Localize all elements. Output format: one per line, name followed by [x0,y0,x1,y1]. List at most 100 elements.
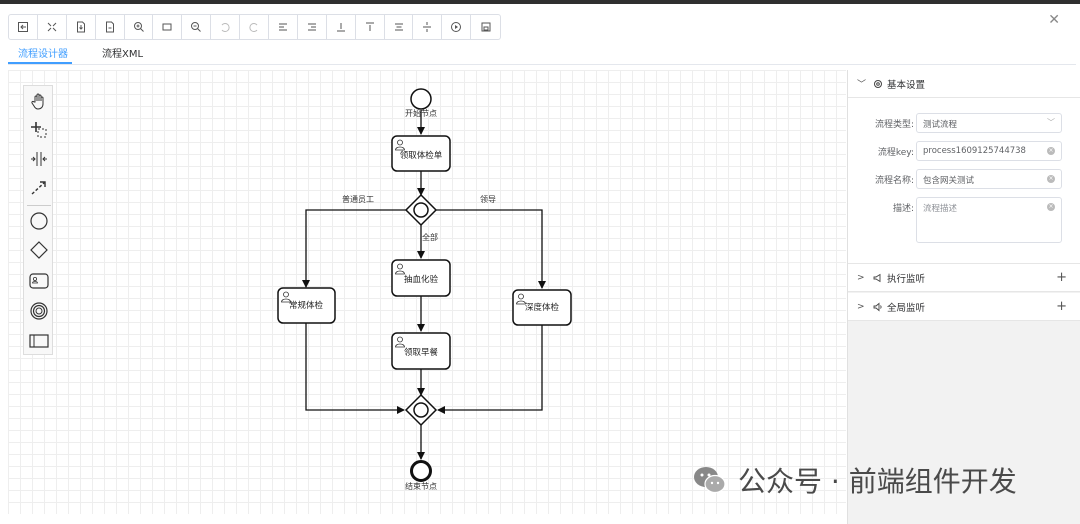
user-task-marker-icon [516,293,526,305]
undo-icon [221,23,230,32]
process-type-select[interactable]: 测试流程 ﹀ [916,113,1062,133]
speaker-icon [873,302,885,312]
align-top-button[interactable] [356,15,385,39]
save-icon [481,22,491,32]
process-type-row: 流程类型: 测试流程 ﹀ [848,113,1080,133]
process-name-value: 包含网关测试 [923,176,975,186]
create-user-task[interactable] [28,270,50,292]
tab-process-designer[interactable]: 流程设计器 [18,49,68,60]
task-blood-test[interactable] [391,259,451,297]
process-type-value: 测试流程 [923,120,958,130]
user-task-marker-icon [395,336,405,348]
align-right-icon [307,23,316,31]
description-row: 描述: 流程描述 × [848,197,1080,243]
gateway-icon [30,241,48,259]
end-event[interactable] [410,460,432,482]
flow-employee-label: 普通员工 [342,194,374,204]
connect-tool-icon [31,181,46,195]
align-middle-button[interactable] [413,15,443,39]
global-listener-header[interactable]: > 全局监听 + [848,293,1080,321]
process-key-value: process1609125744738 [923,146,1026,156]
fit-viewport-icon [47,22,57,32]
user-task-icon [29,273,49,289]
redo-button[interactable] [240,15,270,39]
task-blood-test-label: 抽血化验 [404,274,439,285]
process-key-input[interactable]: process1609125744738 × [916,141,1062,161]
task-collect-form-label: 领取体检单 [400,150,443,161]
align-center-button[interactable] [385,15,414,39]
clear-icon[interactable]: × [1047,203,1055,211]
active-tab-indicator [8,62,72,64]
reset-zoom-button[interactable] [153,15,183,39]
download-xml-button[interactable] [67,15,96,39]
fit-viewport-button[interactable] [38,15,67,39]
align-right-button[interactable] [298,15,327,39]
play-simulation-icon [451,22,462,32]
play-simulation-button[interactable] [442,15,472,39]
user-task-marker-icon [395,263,405,275]
reset-zoom-icon [162,23,172,31]
start-event[interactable] [410,88,432,110]
lasso-tool[interactable] [28,119,50,141]
open-file-button[interactable] [9,15,38,39]
process-key-row: 流程key: process1609125744738 × [848,141,1080,161]
flow-leader[interactable] [436,209,546,289]
clear-icon[interactable]: × [1047,147,1055,155]
align-bottom-button[interactable] [327,15,356,39]
space-tool[interactable] [28,148,50,170]
redo-icon [249,23,258,32]
zoom-in-icon [133,22,144,32]
watermark-text: 公众号 · 前端组件开发 [738,465,1017,498]
plus-icon[interactable]: + [1056,270,1067,285]
align-left-button[interactable] [269,15,298,39]
create-gateway[interactable] [28,239,50,261]
download-svg-button[interactable] [96,15,125,39]
process-name-label: 流程名称: [874,176,914,186]
tab-bar: 流程设计器 流程XML [8,42,1076,65]
task-routine-exam[interactable] [277,287,336,324]
zoom-out-button[interactable] [182,15,212,39]
zoom-in-button[interactable] [125,15,154,39]
flow-all-label: 全部 [422,232,438,242]
align-center-icon [394,23,403,31]
exec-listener-title: 执行监听 [887,273,926,285]
task-deep-exam[interactable] [512,289,572,326]
save-button[interactable] [471,15,500,39]
create-start-event[interactable] [28,210,50,232]
watermark: 公众号 · 前端组件开发 [692,460,1017,500]
create-end-event[interactable] [28,300,50,322]
task-deep-exam-label: 深度体检 [525,302,560,313]
lasso-tool-icon [31,122,47,138]
clear-icon[interactable]: × [1047,175,1055,183]
split-gateway[interactable] [404,193,438,227]
exec-listener-header[interactable]: > 执行监听 + [848,264,1080,292]
description-label: 描述: [892,204,914,214]
tab-process-xml[interactable]: 流程XML [102,49,144,60]
process-name-input[interactable]: 包含网关测试 × [916,169,1062,189]
palette-separator [27,205,51,206]
basic-settings-header[interactable]: ﹀ 基本设置 [848,70,1080,98]
space-tool-icon [31,152,47,166]
task-collect-form[interactable] [391,135,451,172]
download-xml-icon [76,21,85,33]
join-gateway[interactable] [404,393,438,427]
connect-tool[interactable] [28,177,50,199]
flow-deep-to-join[interactable] [437,325,543,414]
hand-tool[interactable] [28,90,50,112]
align-top-icon [365,22,374,31]
flow-routine-to-join[interactable] [305,323,405,414]
task-collect-breakfast[interactable] [391,332,451,370]
wechat-logo-icon [694,467,726,494]
process-type-label: 流程类型: [874,120,914,130]
task-collect-breakfast-label: 领取早餐 [404,347,439,358]
plus-icon[interactable]: + [1056,299,1067,314]
flow-employee[interactable] [302,209,406,288]
zoom-out-icon [191,22,202,32]
align-middle-icon [423,22,432,32]
end-event-label: 结束节点 [405,481,437,491]
gear-icon [873,79,885,89]
description-textarea[interactable]: 流程描述 × [916,197,1062,243]
close-icon[interactable]: ✕ [1048,12,1060,28]
create-pool[interactable] [28,330,50,352]
undo-button[interactable] [211,15,241,39]
